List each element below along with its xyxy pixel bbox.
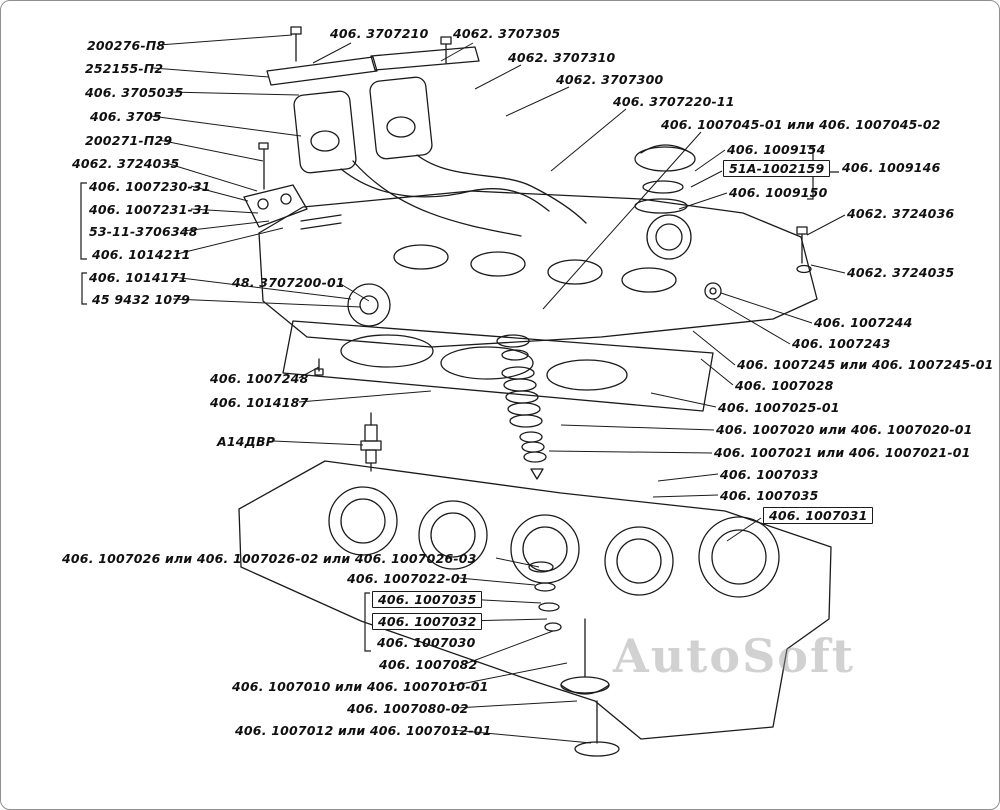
part-label: 406. 1007030 bbox=[377, 635, 476, 650]
part-label: 45 9432 1079 bbox=[92, 292, 191, 307]
cylinder-head bbox=[238, 460, 832, 740]
part-label: 406. 1014211 bbox=[92, 247, 191, 262]
part-label: 406. 3705035 bbox=[85, 85, 184, 100]
part-label: 406. 1007012 или 406. 1007012-01 bbox=[235, 723, 492, 738]
leader-lines bbox=[150, 34, 846, 744]
part-label: 406. 1007035 bbox=[372, 591, 483, 608]
part-label: 406. 1007022-01 bbox=[347, 571, 469, 586]
part-label: 406. 1009146 bbox=[842, 160, 941, 175]
part-label: 406. 1007045-01 или 406. 1007045-02 bbox=[661, 117, 941, 132]
part-label: 406. 1007020 или 406. 1007020-01 bbox=[716, 422, 973, 437]
part-label: 406. 1007035 bbox=[720, 488, 819, 503]
part-label: 406. 3705 bbox=[90, 109, 162, 124]
part-label: 406. 1007033 bbox=[720, 467, 819, 482]
cover-bolt bbox=[796, 226, 812, 274]
part-label: 406. 1007010 или 406. 1007010-01 bbox=[232, 679, 489, 694]
part-label: 406. 1007243 bbox=[792, 336, 891, 351]
part-label: 4062. 3724035 bbox=[847, 265, 955, 280]
part-label: 406. 1007244 bbox=[814, 315, 913, 330]
part-label: 200271-П29 bbox=[85, 133, 173, 148]
part-label: 406. 1009154 bbox=[727, 142, 826, 157]
part-label: 406. 1014171 bbox=[89, 270, 188, 285]
valves bbox=[560, 618, 620, 757]
part-label: 53-11-3706348 bbox=[89, 224, 198, 239]
part-label: 406. 3707210 bbox=[330, 26, 429, 41]
part-label: 4062. 3707300 bbox=[556, 72, 664, 87]
part-label: 406. 3707220-11 bbox=[613, 94, 735, 109]
part-label: А14ДВР bbox=[217, 434, 276, 449]
part-label: 406. 1007231-31 bbox=[89, 202, 211, 217]
part-label: 406. 1007230-31 bbox=[89, 179, 211, 194]
part-label: 4062. 3724036 bbox=[847, 206, 955, 221]
part-label: 200276-П8 bbox=[87, 38, 166, 53]
part-label: 406. 1007028 bbox=[735, 378, 834, 393]
mount-bracket bbox=[243, 142, 308, 228]
part-label: 406. 1007032 bbox=[372, 613, 483, 630]
part-label: 406. 1007080-02 bbox=[347, 701, 469, 716]
part-label: 406. 1014187 bbox=[210, 395, 309, 410]
part-label: 4062. 3724035 bbox=[72, 156, 180, 171]
part-label: 4062. 3707310 bbox=[508, 50, 616, 65]
part-label: 51А-1002159 bbox=[723, 160, 831, 177]
part-label: 406. 1009150 bbox=[729, 185, 828, 200]
watermark: AutoSoft bbox=[613, 629, 856, 683]
spark-plug bbox=[360, 412, 382, 472]
part-label: 4062. 3707305 bbox=[453, 26, 561, 41]
part-label: 406. 1007031 bbox=[763, 507, 874, 524]
part-label: 252155-П2 bbox=[85, 61, 164, 76]
valve-cover bbox=[258, 190, 818, 348]
part-label: 406. 1007021 или 406. 1007021-01 bbox=[714, 445, 971, 460]
part-label: 48. 3707200-01 bbox=[232, 275, 345, 290]
part-label: 406. 1007245 или 406. 1007245-01 bbox=[737, 357, 994, 372]
part-label: 406. 1007025-01 bbox=[718, 400, 840, 415]
cover-gasket bbox=[282, 283, 714, 412]
part-label: 406. 1007248 bbox=[210, 371, 309, 386]
part-label: 406. 1007026 или 406. 1007026-02 или 406… bbox=[62, 551, 477, 566]
part-label: 406. 1007082 bbox=[379, 657, 478, 672]
valve-spring-set bbox=[496, 334, 547, 480]
